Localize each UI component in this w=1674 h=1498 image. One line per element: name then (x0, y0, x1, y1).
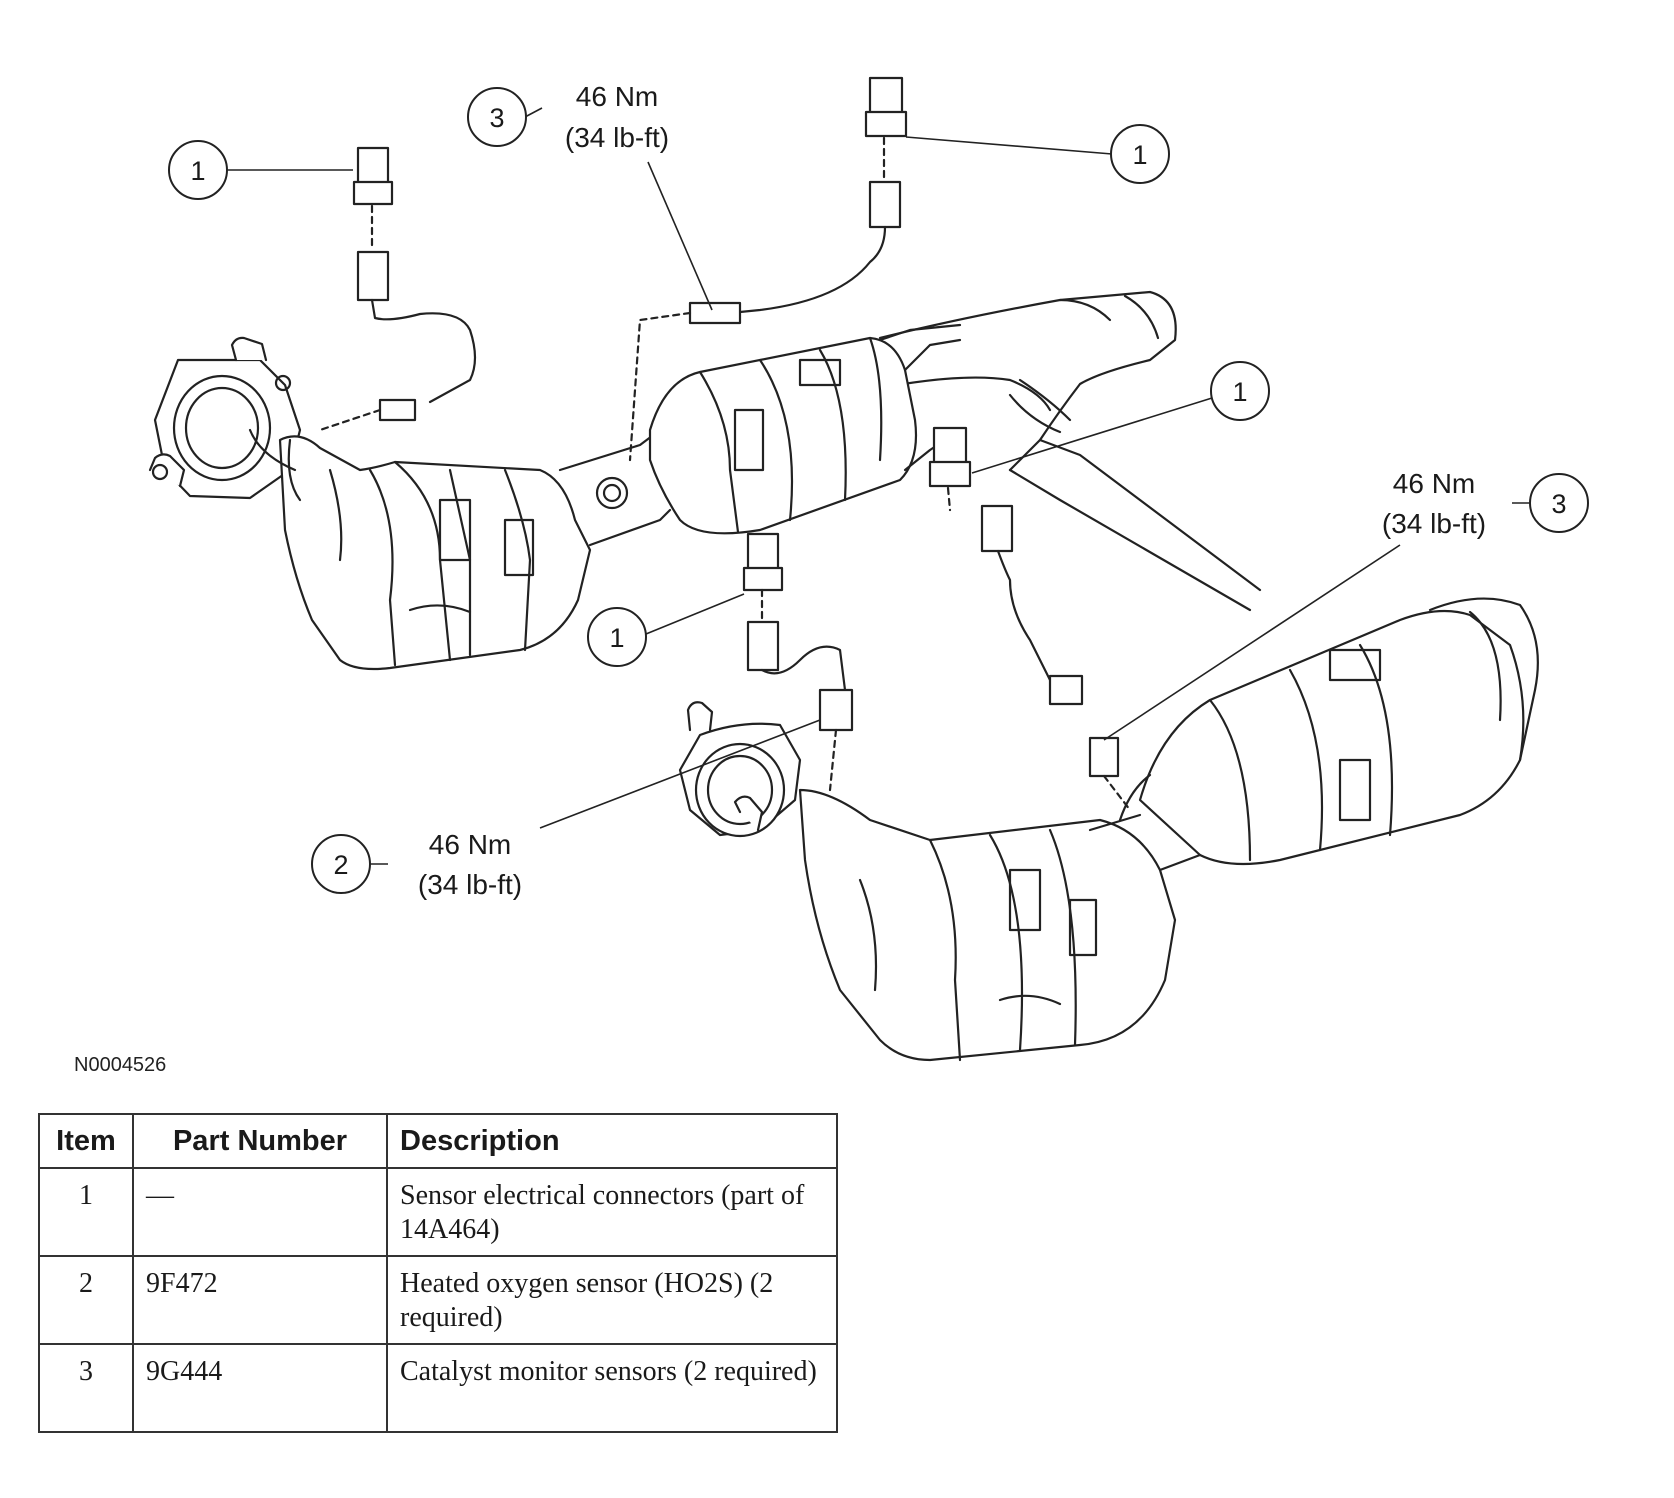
torque-label-bottom: 46 Nm (34 lb-ft) (418, 829, 522, 900)
lower-monitor-sensor (928, 426, 1132, 812)
cell-description: Sensor electrical connectors (part of 14… (386, 1167, 838, 1257)
svg-text:46 Nm: 46 Nm (576, 81, 658, 112)
front-catalytic-converter (648, 323, 962, 535)
callout-item-1-center: 1 (587, 607, 647, 667)
svg-text:46 Nm: 46 Nm (429, 829, 511, 860)
table-row: 3 9G444 Catalyst monitor sensors (2 requ… (38, 1343, 838, 1433)
cell-item: 1 (38, 1167, 134, 1257)
parts-table: Item Part Number Description 1 — Sensor … (38, 1113, 838, 1433)
cell-description: Catalyst monitor sensors (2 required) (386, 1343, 838, 1433)
svg-text:1: 1 (190, 156, 205, 186)
rear-catalytic-converter (1088, 597, 1539, 872)
table-row: 2 9F472 Heated oxygen sensor (HO2S) (2 r… (38, 1255, 838, 1345)
cell-item: 3 (38, 1343, 134, 1433)
left-upstream-sensor (318, 146, 477, 432)
left-manifold-flange (148, 336, 302, 500)
callout-item-2: 2 (311, 834, 371, 894)
svg-text:(34 lb-ft): (34 lb-ft) (565, 122, 669, 153)
right-catalytic-converter (798, 788, 1177, 1062)
table-row: 1 — Sensor electrical connectors (part o… (38, 1167, 838, 1257)
svg-text:1: 1 (1232, 377, 1247, 407)
callout-item-1-top-right: 1 (1110, 124, 1170, 184)
cell-part-number: 9G444 (132, 1343, 388, 1433)
header-part-number: Part Number (132, 1113, 388, 1169)
cell-description: Heated oxygen sensor (HO2S) (2 required) (386, 1255, 838, 1345)
svg-text:2: 2 (333, 850, 348, 880)
header-description: Description (386, 1113, 838, 1169)
figure-id: N0004526 (74, 1054, 167, 1076)
table-header-row: Item Part Number Description (38, 1113, 838, 1169)
right-upstream-sensor (742, 532, 854, 792)
exhaust-catalyst-diagram: 1 1 1 1 2 3 3 46 Nm (34 lb-ft) 46 Nm (34… (148, 76, 1589, 1062)
callout-item-3-top: 3 (467, 87, 527, 147)
svg-text:(34 lb-ft): (34 lb-ft) (418, 869, 522, 900)
left-catalytic-converter (248, 428, 592, 671)
y-pipe (868, 290, 1262, 612)
callout-item-3-right: 3 (1529, 473, 1589, 533)
svg-text:3: 3 (489, 103, 504, 133)
cell-item: 2 (38, 1255, 134, 1345)
torque-label-top: 46 Nm (34 lb-ft) (565, 81, 669, 153)
cell-part-number: — (132, 1167, 388, 1257)
svg-text:3: 3 (1551, 489, 1566, 519)
header-item: Item (38, 1113, 134, 1169)
callout-item-1-right: 1 (1210, 361, 1270, 421)
callout-item-1-top-left: 1 (168, 140, 228, 200)
right-manifold-flange (678, 701, 802, 838)
upper-monitor-sensor (628, 76, 908, 462)
torque-label-right: 46 Nm (34 lb-ft) (1382, 468, 1486, 539)
svg-text:1: 1 (609, 623, 624, 653)
cell-part-number: 9F472 (132, 1255, 388, 1345)
svg-text:(34 lb-ft): (34 lb-ft) (1382, 508, 1486, 539)
svg-text:46 Nm: 46 Nm (1393, 468, 1475, 499)
svg-text:1: 1 (1132, 140, 1147, 170)
